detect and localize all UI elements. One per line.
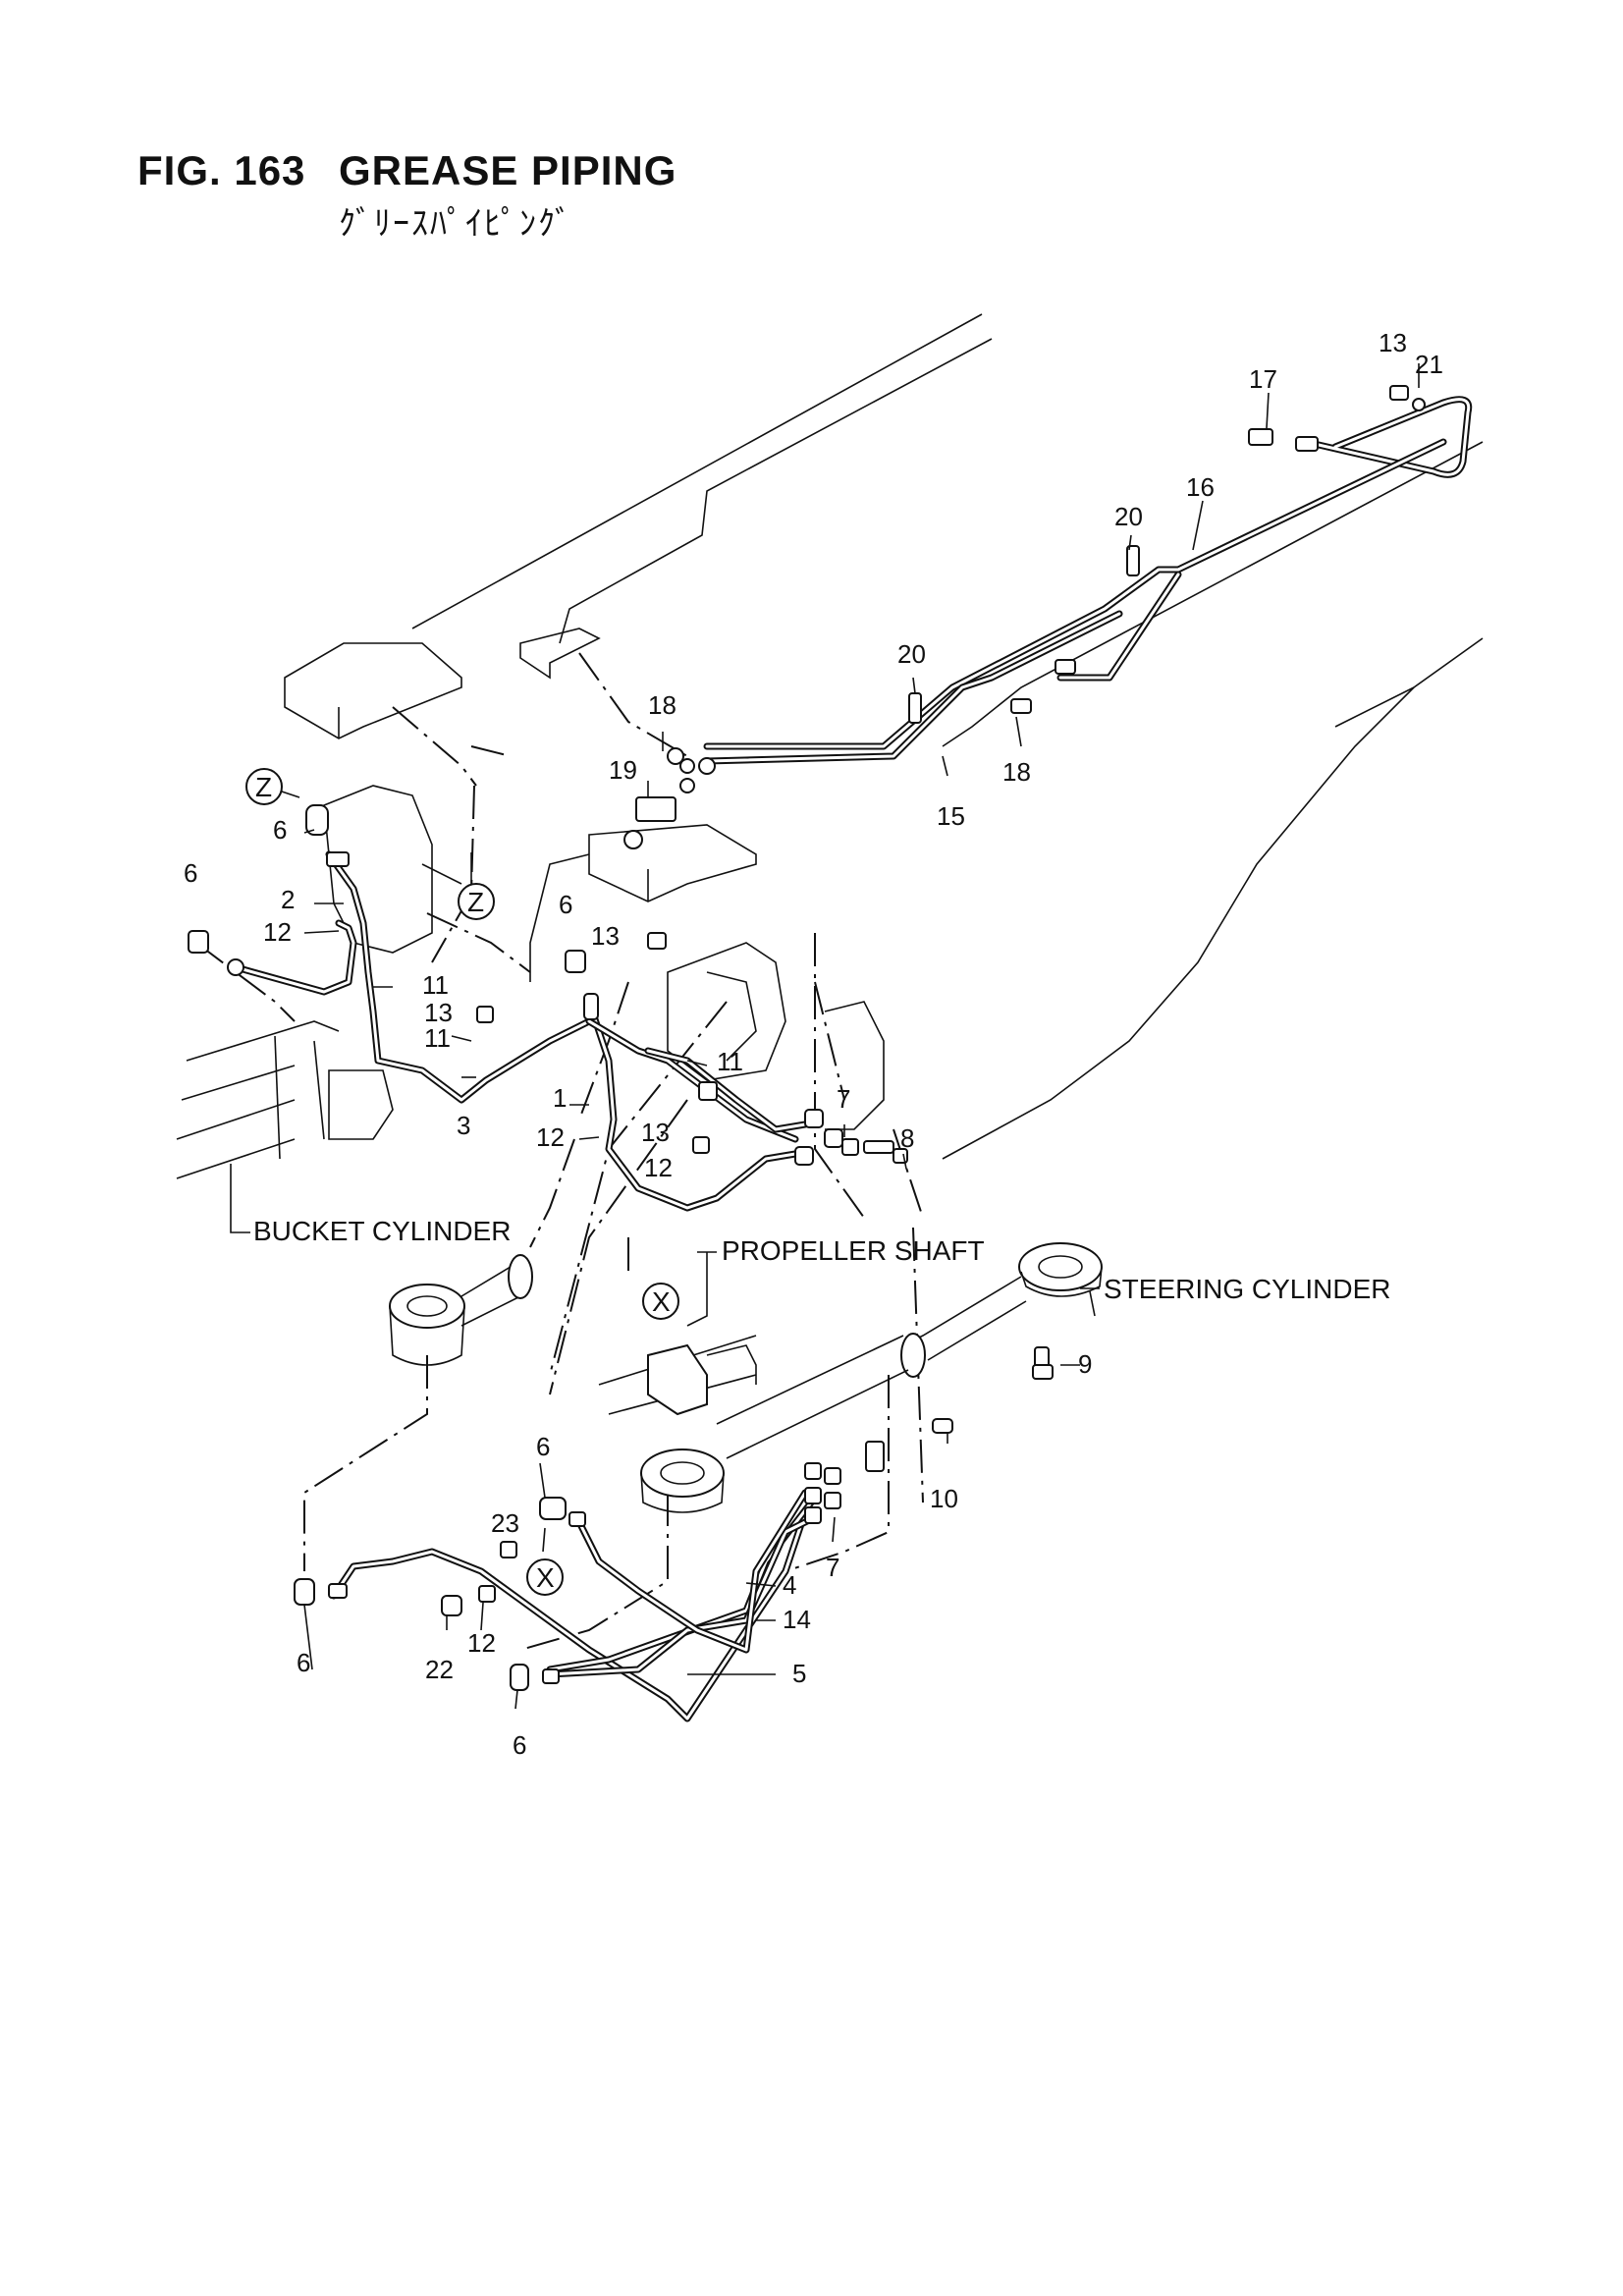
callout-21: 21 (1415, 350, 1443, 379)
callout-13: 13 (641, 1118, 670, 1147)
fittings (188, 385, 1426, 1691)
callout-18: 18 (648, 690, 676, 720)
callout-10: 10 (930, 1484, 958, 1513)
callout-6: 6 (273, 815, 287, 845)
callout-11: 11 (422, 970, 449, 1000)
callout-leaders (230, 363, 1420, 1710)
callout-18: 18 (1002, 757, 1031, 787)
propeller-shaft-label: PROPELLER SHAFT (722, 1235, 985, 1266)
callout-12: 12 (536, 1122, 565, 1152)
callout-13: 13 (591, 921, 620, 951)
view-marker-x-upper: X (642, 1283, 679, 1320)
callout-16: 16 (1186, 472, 1215, 502)
callout-4: 4 (783, 1570, 796, 1600)
callout-7: 7 (837, 1084, 850, 1114)
callout-2: 2 (281, 885, 295, 914)
view-marker-x-lower: X (526, 1558, 564, 1596)
part-callouts: 13 21 17 16 20 20 18 18 19 15 6 6 2 12 1… (184, 328, 1443, 1760)
svg-text:X: X (652, 1286, 671, 1317)
callout-11: 11 (424, 1023, 451, 1053)
callout-12: 12 (644, 1153, 673, 1182)
callout-20: 20 (1114, 502, 1143, 531)
callout-13: 13 (424, 998, 453, 1027)
steering-cylinder-drawing (640, 1242, 1103, 1513)
svg-text:Z: Z (255, 772, 272, 802)
callout-8: 8 (900, 1123, 914, 1153)
view-marker-z-lower: Z (421, 852, 495, 920)
callout-13: 13 (1379, 328, 1407, 357)
callout-6: 6 (559, 890, 572, 919)
callout-9: 9 (1078, 1349, 1092, 1379)
propeller-shaft-drawing (598, 1335, 757, 1416)
callout-19: 19 (609, 755, 637, 785)
figure-number: FIG. 163 (137, 147, 306, 193)
callout-6: 6 (536, 1432, 550, 1461)
steering-cylinder-label: STEERING CYLINDER (1104, 1274, 1391, 1304)
callout-5: 5 (792, 1659, 806, 1688)
bucket-cylinder-end-drawing (389, 1254, 533, 1366)
figure-title: GREASE PIPING (339, 147, 677, 193)
callout-6: 6 (184, 858, 197, 888)
callout-3: 3 (457, 1111, 470, 1140)
callout-7: 7 (826, 1553, 839, 1582)
callout-15: 15 (937, 801, 965, 831)
svg-text:Z: Z (467, 887, 484, 917)
callout-23: 23 (491, 1508, 519, 1538)
figure-subtitle: ｸﾞﾘｰｽﾊﾟｲﾋﾟﾝｸﾞ (339, 205, 573, 243)
callout-12: 12 (467, 1628, 496, 1658)
callout-12: 12 (263, 917, 292, 947)
callout-11: 11 (717, 1047, 743, 1076)
callout-1: 1 (553, 1083, 567, 1113)
bucket-cylinder-label: BUCKET CYLINDER (253, 1216, 511, 1246)
chassis-outline (176, 313, 1484, 1179)
view-marker-z-upper: Z (245, 768, 300, 805)
callout-6: 6 (297, 1648, 310, 1677)
callout-17: 17 (1249, 364, 1277, 394)
callout-20: 20 (897, 639, 926, 669)
callout-14: 14 (783, 1605, 811, 1634)
grease-pipes (232, 396, 1473, 1722)
svg-text:X: X (536, 1562, 555, 1593)
callout-6: 6 (513, 1730, 526, 1760)
callout-22: 22 (425, 1655, 454, 1684)
